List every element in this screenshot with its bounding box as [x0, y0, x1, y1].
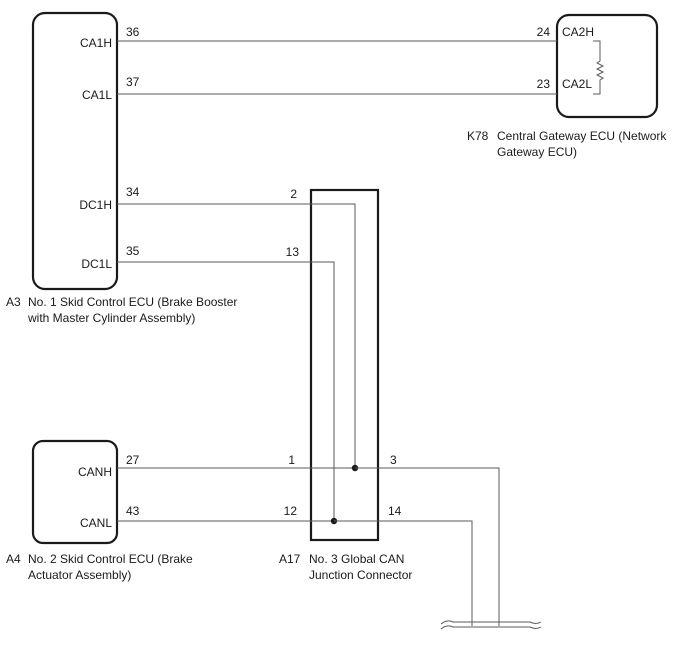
connector-a17-name-line1: No. 3 Global CAN [309, 552, 404, 566]
connector-pin-14: 14 [388, 504, 402, 518]
ecu-k78-code: K78 [467, 129, 489, 143]
connector-pin-1: 1 [288, 453, 295, 467]
ecu-a3-pin-ca1h-label: CA1H [80, 36, 112, 50]
ecu-a3-pin-dc1l-label: DC1L [81, 257, 112, 271]
wire-pin3-out [355, 467, 500, 626]
ecu-k78-name-line1: Central Gateway ECU (Network [497, 129, 667, 143]
wire-pin-24: 24 [537, 25, 551, 39]
wire-pin-43: 43 [126, 504, 140, 518]
ecu-k78-name-line2: Gateway ECU) [497, 145, 577, 159]
wire-pin-34: 34 [126, 185, 140, 199]
wire-pin-23: 23 [537, 77, 551, 91]
wire-dc1l [117, 261, 335, 521]
ecu-a3-pin-dc1h-label: DC1H [79, 198, 112, 212]
connector-pin-3: 3 [390, 453, 397, 467]
connector-pin-12: 12 [284, 504, 298, 518]
ecu-a4-pin-canl-label: CANL [80, 516, 112, 530]
wire-pin-37: 37 [126, 75, 140, 89]
ecu-a3-name-line1: No. 1 Skid Control ECU (Brake Booster [28, 295, 237, 309]
ecu-a4-box [31, 439, 119, 545]
wire-pin-36: 36 [126, 25, 140, 39]
connector-a17-box [309, 188, 380, 542]
ecu-a4-code: A4 [6, 552, 21, 566]
connector-pin-2: 2 [290, 187, 297, 201]
wire-pin14-out [334, 520, 473, 626]
ecu-a4-name-line1: No. 2 Skid Control ECU (Brake [28, 552, 193, 566]
connector-pin-13: 13 [286, 245, 300, 259]
ecu-a3-name-line2: with Master Cylinder Assembly) [27, 311, 195, 325]
ecu-a4-name-line2: Actuator Assembly) [28, 568, 131, 582]
ecu-a3-code: A3 [6, 295, 21, 309]
wire-break-symbol-bottom [440, 625, 542, 630]
ecu-a3-pin-ca1l-label: CA1L [82, 88, 112, 102]
terminating-resistor [593, 40, 605, 95]
wire-pin-35: 35 [126, 244, 140, 258]
wire-pin-27: 27 [126, 453, 140, 467]
ecu-k78-box [555, 13, 659, 119]
ecu-a4-pin-canh-label: CANH [78, 465, 112, 479]
ecu-k78-pin-ca2h-label: CA2H [562, 25, 594, 39]
connector-a17-name-line2: Junction Connector [309, 568, 412, 582]
ecu-k78-pin-ca2l-label: CA2L [562, 77, 592, 91]
wire-break-symbol-top [440, 620, 542, 625]
ecu-a3-box [31, 11, 119, 291]
wire-dc1h [117, 203, 356, 468]
connector-a17-code: A17 [279, 552, 301, 566]
